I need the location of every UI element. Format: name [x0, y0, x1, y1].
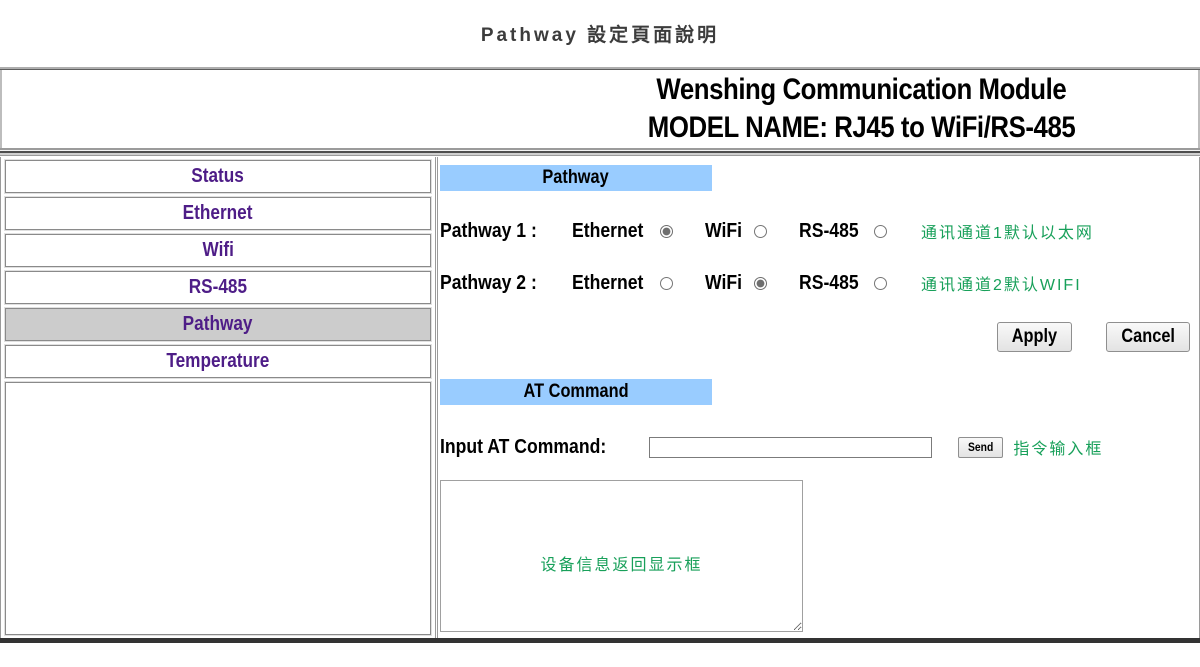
option-label: Ethernet — [572, 271, 644, 294]
pathway1-ethernet-radio[interactable] — [660, 224, 674, 238]
pathway2-option-ethernet: Ethernet — [572, 271, 674, 295]
device-model: MODEL NAME: RJ45 to WiFi/RS-485 — [647, 111, 1076, 144]
sidebar: Status Ethernet Wifi RS-485 Pathway Temp… — [1, 157, 438, 638]
sidebar-item-label: Temperature — [166, 350, 270, 372]
sidebar-item-label: Status — [191, 165, 245, 187]
pathway1-label: Pathway 1 : — [440, 219, 537, 242]
sidebar-item-rs485[interactable]: RS-485 — [5, 271, 431, 304]
pathway2-label: Pathway 2 : — [440, 271, 537, 294]
bottom-border-bar — [0, 638, 1200, 643]
sidebar-item-label: Pathway — [183, 313, 253, 335]
sidebar-item-ethernet[interactable]: Ethernet — [5, 197, 431, 230]
apply-button[interactable]: Apply — [996, 322, 1072, 352]
device-header-text: Wenshing Communication Module MODEL NAME… — [613, 71, 1110, 147]
sidebar-item-status[interactable]: Status — [5, 160, 431, 193]
option-label: Ethernet — [572, 219, 644, 242]
cancel-button[interactable]: Cancel — [1105, 322, 1190, 352]
pathway1-option-ethernet: Ethernet — [572, 219, 674, 243]
separator-top — [0, 67, 1200, 70]
page-title: Pathway 設定頁面說明 — [480, 25, 720, 46]
pathway2-note: 通讯通道2默认WIFI — [920, 277, 1082, 294]
pathway2-option-rs485: RS-485 — [799, 272, 887, 295]
pathway-section-header: Pathway — [440, 165, 712, 191]
send-button[interactable]: Send — [958, 436, 1004, 458]
option-label: RS-485 — [799, 271, 859, 294]
pathway1-note: 通讯通道1默认以太网 — [920, 225, 1094, 242]
pathway1-option-wifi: WiFi — [705, 219, 768, 243]
option-label: WiFi — [705, 219, 743, 242]
pathway2-rs485-radio[interactable] — [873, 276, 887, 290]
pathway-section-title: Pathway — [542, 167, 610, 188]
pathway1-option-rs485: RS-485 — [799, 220, 887, 243]
at-command-input-note: 指令输入框 — [1013, 441, 1104, 458]
device-output-area[interactable] — [440, 480, 803, 632]
pathway2-option-wifi: WiFi — [705, 271, 768, 295]
pathway1-row: Pathway 1 : Ethernet WiFi RS-485 通讯通道1默认… — [440, 219, 1199, 243]
option-label: WiFi — [705, 271, 743, 294]
pathway1-wifi-radio[interactable] — [754, 224, 768, 238]
at-command-section-header: AT Command — [440, 379, 712, 405]
sidebar-item-temperature[interactable]: Temperature — [5, 345, 431, 378]
sidebar-item-pathway[interactable]: Pathway — [5, 308, 431, 341]
pathway2-wifi-radio[interactable] — [754, 276, 768, 290]
main-panel: Pathway Pathway 1 : Ethernet WiFi RS-485… — [438, 157, 1199, 638]
page-title-bar: Pathway 設定頁面說明 — [0, 0, 1200, 67]
separator-header — [0, 148, 1200, 157]
pathway2-ethernet-radio[interactable] — [660, 276, 674, 290]
sidebar-item-label: Ethernet — [183, 202, 253, 224]
at-command-input-row: Input AT Command: Send 指令输入框 — [440, 435, 1199, 459]
device-title: Wenshing Communication Module — [656, 73, 1067, 106]
pathway-buttons-row: Apply Cancel — [440, 322, 1199, 352]
device-header: Wenshing Communication Module MODEL NAME… — [0, 70, 1200, 148]
pathway2-row: Pathway 2 : Ethernet WiFi RS-485 通讯通道2默认… — [440, 271, 1199, 295]
at-command-section-title: AT Command — [523, 381, 629, 402]
pathway1-rs485-radio[interactable] — [873, 224, 887, 238]
sidebar-item-label: Wifi — [202, 239, 234, 261]
at-command-input-label: Input AT Command: — [440, 435, 607, 458]
sidebar-item-wifi[interactable]: Wifi — [5, 234, 431, 267]
content: Status Ethernet Wifi RS-485 Pathway Temp… — [0, 157, 1200, 638]
device-output-wrap: 设备信息返回显示框 — [440, 480, 803, 632]
option-label: RS-485 — [799, 219, 859, 242]
at-command-input[interactable] — [649, 436, 932, 458]
sidebar-empty-cell — [5, 382, 431, 635]
sidebar-item-label: RS-485 — [188, 276, 248, 298]
